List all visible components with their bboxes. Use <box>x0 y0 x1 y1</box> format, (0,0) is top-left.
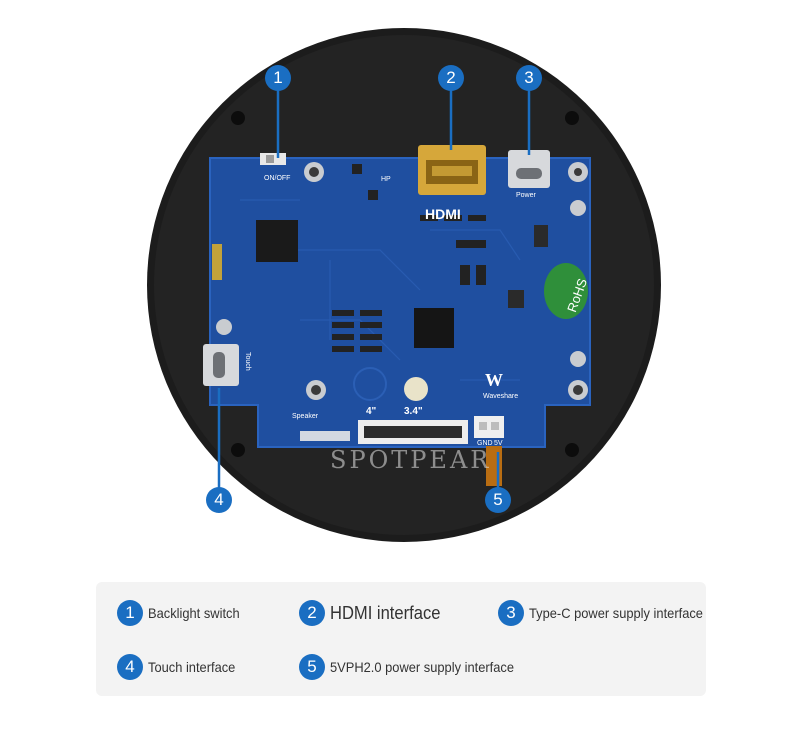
board-label-5v: 5V <box>494 440 503 447</box>
watermark: SPOTPEAR <box>330 446 492 474</box>
legend-label: HDMI interface <box>330 602 441 623</box>
legend-number: 3 <box>498 600 524 626</box>
brand-label: Waveshare <box>483 393 518 400</box>
product-photo: ON/OFF HP HDMI Power Touch Speaker 4" 3.… <box>147 28 661 542</box>
callout-4: 4 <box>206 487 232 513</box>
legend-item-ph2-power: 5 5VPH2.0 power supply interface <box>299 654 530 680</box>
legend-item-backlight: 1 Backlight switch <box>117 600 248 626</box>
legend-number: 5 <box>299 654 325 680</box>
board-label-gnd: GND <box>477 440 493 447</box>
legend-label: Type-C power supply interface <box>529 605 703 621</box>
board-label-4in: 4" <box>366 406 377 417</box>
callout-5: 5 <box>485 487 511 513</box>
legend-label: Backlight switch <box>148 605 240 621</box>
legend-label: 5VPH2.0 power supply interface <box>330 659 514 675</box>
board-label-speaker: Speaker <box>292 413 319 420</box>
legend-item-hdmi: 2 HDMI interface <box>299 600 450 626</box>
legend-label: Touch interface <box>148 659 236 675</box>
board-label-hp: HP <box>381 176 391 183</box>
driver-board: ON/OFF HP HDMI Power Touch Speaker 4" 3.… <box>203 145 591 486</box>
board-label-power: Power <box>516 192 537 199</box>
board-label-touch: Touch <box>244 352 251 371</box>
board-label-3-4in: 3.4" <box>404 406 423 417</box>
legend-item-touch: 4 Touch interface <box>117 654 243 680</box>
legend-panel: 1 Backlight switch 2 HDMI interface 3 Ty… <box>96 582 706 696</box>
svg-text:W: W <box>485 370 503 390</box>
legend-number: 2 <box>299 600 325 626</box>
legend-item-type-c-power: 3 Type-C power supply interface <box>498 600 718 626</box>
board-label-on-off: ON/OFF <box>264 175 290 182</box>
callout-2: 2 <box>438 65 464 91</box>
legend-number: 4 <box>117 654 143 680</box>
ph2-connector <box>474 416 504 438</box>
callout-3: 3 <box>516 65 542 91</box>
callout-1: 1 <box>265 65 291 91</box>
legend-number: 1 <box>117 600 143 626</box>
board-label-hdmi: HDMI <box>425 206 461 222</box>
